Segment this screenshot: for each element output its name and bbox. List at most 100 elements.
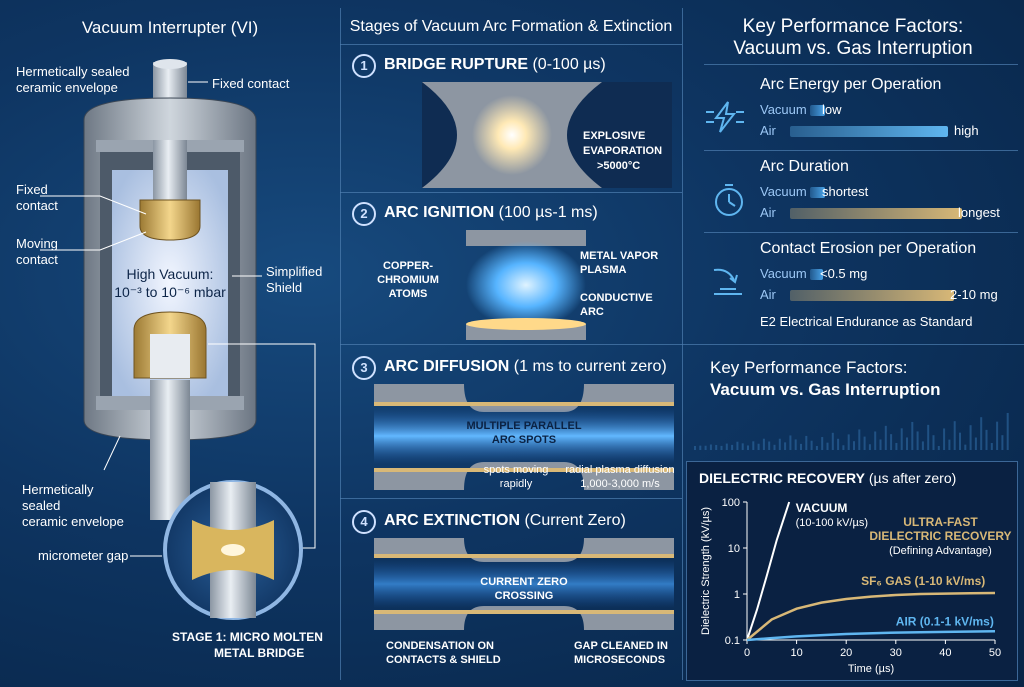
stage-4-time: (Current Zero) (524, 512, 626, 529)
signal-bar (715, 444, 718, 450)
y-tick-label: 0.1 (725, 635, 740, 647)
x-tick-label: 30 (890, 647, 902, 659)
label-shield-1: Simplified (266, 264, 323, 279)
chart-title: DIELECTRIC RECOVERY (µs after zero) (699, 470, 956, 486)
label-envelope-bottom-1: Hermetically (22, 482, 94, 497)
stage-3-caption-center-2: ARC SPOTS (491, 434, 557, 446)
y-axis-label: Dielectric Strength (kV/µs) (700, 507, 712, 635)
factor-3-vacuum-value: <0.5 mg (820, 266, 868, 281)
stage-2-name: ARC IGNITION (384, 204, 495, 221)
y-tick-label: 1 (734, 589, 740, 601)
stage-4-caption-left-1: CONDENSATION ON (386, 640, 494, 652)
stage-2-caption-right-2a: CONDUCTIVE (580, 292, 653, 304)
stage-3-caption-right-1: radial plasma diffusion (565, 464, 675, 476)
signal-bar (911, 421, 914, 450)
signal-bar (980, 417, 983, 450)
signal-bar (736, 441, 739, 450)
signal-bar (927, 424, 930, 450)
signal-bar (996, 421, 999, 450)
signal-bar (916, 431, 919, 450)
signal-bar (794, 439, 797, 450)
factor-3-air-label: Air (760, 287, 776, 302)
signal-bar (895, 442, 898, 450)
y-tick-label: 10 (728, 543, 740, 555)
stage-3-heading: ARC DIFFUSION (1 ms to current zero) (384, 358, 667, 376)
factor-2-air-value: longest (958, 205, 1000, 220)
factor-2-vacuum-label: Vacuum (760, 184, 807, 199)
factor-2-air-label: Air (760, 205, 776, 220)
label-fixed-contact-1: Fixed (16, 182, 48, 197)
stage-2-caption-right-2b: ARC (580, 306, 604, 318)
divider-stage-3 (340, 498, 682, 499)
signal-bar (874, 431, 877, 450)
stage-2-caption-left-3: ATOMS (388, 288, 428, 300)
stage-4-caption-right-2: MICROSECONDS (574, 654, 666, 666)
series-label: AIR (0.1-1 kV/ms) (896, 614, 994, 628)
label-stage1-1: STAGE 1: MICRO MOLTEN (172, 630, 323, 644)
y-tick-label: 100 (722, 497, 740, 509)
signal-bar (725, 443, 728, 450)
label-envelope-bottom-2: sealed (22, 498, 61, 513)
factor-1-air-bar (790, 126, 948, 137)
factor-1-title: Arc Energy per Operation (760, 76, 942, 93)
chart-title-main: DIELECTRIC RECOVERY (699, 470, 865, 486)
divider-factor-3 (682, 344, 1024, 345)
chart-title-suffix: (µs after zero) (868, 470, 957, 486)
series-label: SF₆ GAS (1-10 kV/ms) (861, 574, 985, 588)
dielectric-recovery-chart: DIELECTRIC RECOVERY (µs after zero) 0.1 1… (686, 461, 1018, 681)
label-moving-contact-2: contact (16, 252, 58, 267)
stage-2-caption-right-1a: METAL VAPOR (580, 250, 659, 262)
signal-bar (847, 434, 850, 450)
factor-1-air-label: Air (760, 123, 776, 138)
signal-bar (906, 437, 908, 450)
stopwatch-icon (715, 184, 743, 216)
secondary-title-2: Vacuum vs. Gas Interruption (710, 380, 941, 399)
factor-2-air-bar (790, 208, 962, 219)
signal-bar (900, 428, 903, 450)
stage-3-caption-center-1: MULTIPLE PARALLEL (466, 420, 582, 432)
signal-bar (884, 425, 887, 450)
divider-title-left (340, 44, 682, 45)
factor-3-air-value: 2-10 mg (950, 287, 998, 302)
stage-2-caption-left-1: COPPER- (382, 260, 434, 272)
factor-2-vacuum-bar (810, 187, 825, 198)
signal-bar (948, 439, 951, 450)
signal-bar (773, 444, 776, 450)
signal-bar (694, 446, 696, 450)
factor-2-vacuum-value: shortest (822, 184, 869, 199)
factor-2-title: Arc Duration (760, 158, 849, 175)
annotation-line-2: DIELECTRIC RECOVERY (869, 529, 1011, 543)
signal-bar (778, 438, 781, 450)
label-shield-2: Shield (266, 280, 303, 295)
signal-bar (985, 429, 988, 450)
stage-2-heading: ARC IGNITION (100 µs-1 ms) (384, 204, 598, 222)
signal-bar (789, 435, 792, 450)
signal-bar (768, 441, 771, 450)
stage-4-caption-center-1: CURRENT ZERO (480, 576, 568, 588)
label-envelope-top-2: ceramic envelope (16, 80, 118, 95)
stage-2-caption-right-1b: PLASMA (580, 264, 627, 276)
divider-factor-1 (704, 150, 1018, 151)
label-micrometer-gap: micrometer gap (38, 548, 129, 563)
series-line-air (746, 629, 996, 642)
signal-bar (943, 428, 946, 450)
stage-4-number: 4 (352, 510, 376, 534)
erosion-icon (713, 268, 742, 295)
stage-1-caption-2: EVAPORATION (583, 145, 663, 157)
factor-1-vacuum-bar (810, 105, 825, 116)
stage-2-caption-left-2: CHROMIUM (377, 274, 439, 286)
signal-bar (757, 443, 760, 450)
factors-footnote: E2 Electrical Endurance as Standard (760, 314, 973, 329)
signal-bar (953, 421, 956, 450)
signal-bar (964, 444, 967, 450)
signal-bar (879, 439, 882, 450)
signal-bar (800, 443, 802, 450)
signal-bar (858, 429, 861, 450)
factor-3-title: Contact Erosion per Operation (760, 240, 977, 257)
stage-1-caption-1: EXPLOSIVE (583, 130, 646, 142)
signal-bar (762, 438, 765, 450)
factor-3-vacuum-bar (810, 269, 823, 280)
signal-bar (837, 438, 840, 450)
stage-3-caption-left-1: spots moving (483, 464, 549, 476)
